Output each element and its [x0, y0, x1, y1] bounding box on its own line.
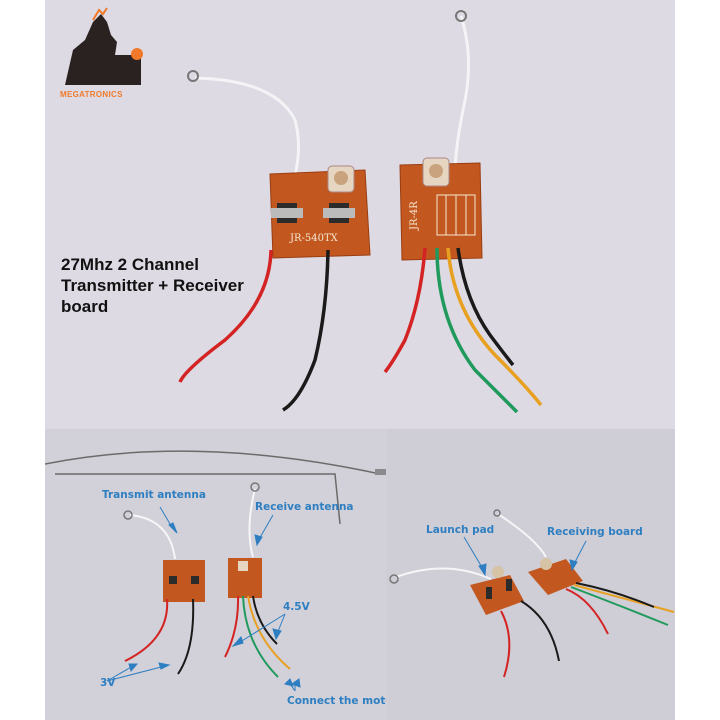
- product-headline: 27Mhz 2 Channel Transmitter + Receiver b…: [61, 254, 244, 317]
- annotation-arrows: [463, 536, 587, 577]
- annotation-arrows: [106, 506, 301, 692]
- green-wire: [435, 247, 519, 414]
- voltage-4-5v-label: 4.5V: [283, 601, 310, 613]
- angled-product-photo: Launch pad Receiving board: [386, 429, 675, 720]
- connect-motor-label: Connect the motor: [287, 695, 386, 707]
- metal-antenna: [45, 450, 381, 475]
- metal-antenna: [55, 473, 341, 525]
- transmit-antenna-label: Transmit antenna: [102, 489, 206, 501]
- receiver-model-text: JR-4R: [409, 201, 420, 231]
- receiving-board-label: Receiving board: [547, 526, 643, 538]
- receiver-board: JR-4R: [399, 157, 483, 261]
- red-wire: [178, 249, 273, 383]
- red-wire: [383, 247, 427, 374]
- transmitter-model-text: JR-540TX: [289, 233, 339, 244]
- top-product-photo: JR-540TX JR-4R MEGATRONICS 27Mhz 2 Chann…: [45, 0, 675, 429]
- launch-pad-label: Launch pad: [426, 524, 495, 536]
- top-photo-drawing: JR-540TX JR-4R: [65, 7, 543, 414]
- headline-line-2: Transmitter + Receiver: [61, 276, 244, 295]
- wiring-diagram-photo: Transmit antenna Receive antenna 4.5V 3V…: [45, 429, 386, 720]
- wiring-photo-drawing: [45, 450, 386, 692]
- voltage-3v-label: 3V: [100, 677, 116, 689]
- receive-antenna-label: Receive antenna: [255, 501, 354, 513]
- headline-line-1: 27Mhz 2 Channel: [61, 255, 199, 274]
- transmit-antenna-wire: [194, 76, 300, 183]
- transmitter-board: JR-540TX: [269, 165, 371, 259]
- headline-line-3: board: [61, 297, 109, 316]
- transmitter-board: [470, 575, 524, 615]
- black-wire: [456, 247, 515, 367]
- black-wire: [282, 249, 330, 412]
- brand-name: MEGATRONICS: [60, 90, 123, 99]
- orange-wire: [446, 247, 543, 407]
- angled-photo-drawing: [389, 509, 675, 678]
- brand-logo-icon: [65, 7, 143, 85]
- receive-antenna-wire: [453, 15, 470, 176]
